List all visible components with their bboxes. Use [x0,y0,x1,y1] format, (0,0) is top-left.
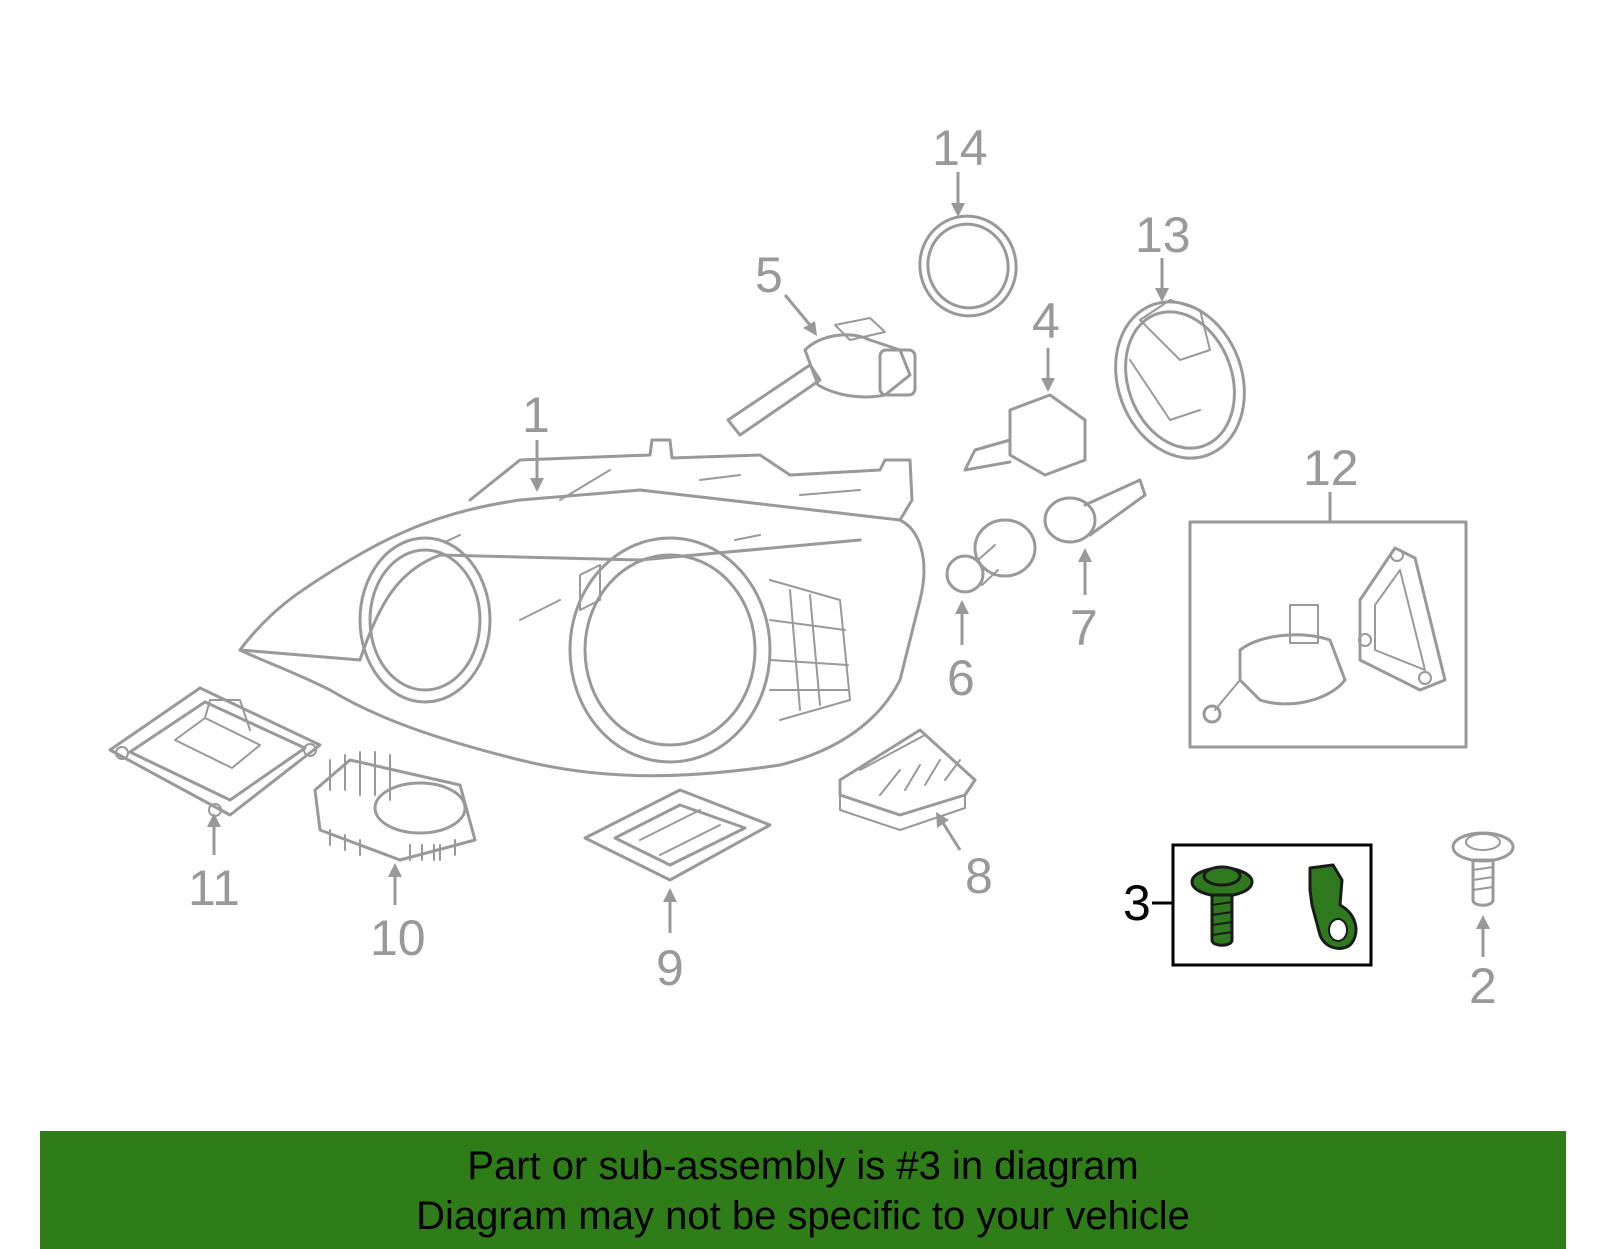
connector-module[interactable] [838,728,977,831]
callout-1-arrow [530,440,544,492]
screw[interactable] [1451,831,1515,907]
leveling-motor-kit[interactable] [1188,520,1468,749]
callout-label-14: 14 [932,120,988,176]
wedge-bulb[interactable] [1043,478,1147,544]
screw-clip-kit[interactable] [1171,843,1373,967]
retaining-ring[interactable] [909,205,1028,326]
callout-label-4: 4 [1032,293,1060,349]
info-banner: Part or sub-assembly is #3 in diagram Di… [40,1131,1566,1249]
callout-label-3: 3 [1123,875,1151,931]
callout-13-arrow [1155,258,1169,302]
callout-4-arrow [1041,348,1055,392]
callout-label-6: 6 [947,650,975,706]
headlight-assembly[interactable] [238,438,926,778]
callout-label-1: 1 [522,387,550,443]
banner-line-disclaimer: Diagram may not be specific to your vehi… [416,1194,1190,1238]
callout-6-arrow [955,600,969,645]
callout-label-7: 7 [1070,600,1098,656]
ballast-module[interactable] [108,686,322,817]
callout-label-8: 8 [965,848,993,904]
callout-5-arrow [783,294,817,336]
callout-label-9: 9 [656,940,684,996]
small-bulb[interactable] [945,518,1037,594]
bulb-with-socket[interactable] [726,317,917,437]
banner-line-part: Part or sub-assembly is #3 in diagram [467,1144,1139,1188]
heat-sink-module[interactable] [313,751,477,862]
callout-14-arrow [951,172,965,217]
control-unit[interactable] [583,788,772,882]
callout-10-arrow [388,863,402,905]
callout-label-11: 11 [188,860,240,916]
callout-label-5: 5 [755,247,783,303]
callout-label-10: 10 [370,910,426,966]
xenon-bulb[interactable] [963,393,1087,477]
callout-8-arrow [936,812,962,851]
callout-11-arrow [207,813,221,855]
callout-label-2: 2 [1469,958,1497,1014]
callout-label-13: 13 [1135,207,1191,263]
callout-7-arrow [1078,548,1092,595]
callout-label-12: 12 [1303,440,1359,496]
callout-2-arrow [1476,915,1490,957]
callout-9-arrow [663,888,677,933]
bulb-cover[interactable] [1094,284,1265,477]
